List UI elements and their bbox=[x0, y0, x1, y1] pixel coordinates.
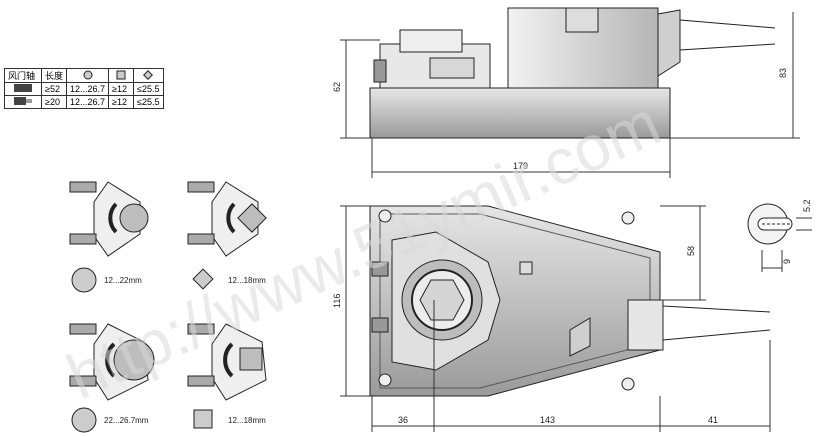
cell-length: ≥52 bbox=[40, 82, 68, 96]
square-shaft-icon bbox=[192, 268, 214, 290]
side-view bbox=[369, 7, 776, 139]
caption-square-small: 12...18mm bbox=[228, 276, 266, 285]
clamp-square-small bbox=[187, 181, 267, 257]
caption-round-large: 22...26.7mm bbox=[104, 416, 149, 425]
cell-diag: ≤25.5 bbox=[133, 82, 164, 96]
header-length: 长度 bbox=[40, 68, 68, 83]
clamp-round-large bbox=[69, 323, 155, 401]
header-round-icon bbox=[66, 68, 110, 83]
dim-hub-offset: 58 bbox=[686, 246, 696, 256]
dim-front-height: 116 bbox=[332, 294, 342, 308]
dim-right-width: 41 bbox=[708, 415, 718, 425]
cell-length: ≥20 bbox=[40, 95, 68, 109]
header-shaft: 风门轴 bbox=[4, 68, 42, 83]
header-diag-icon bbox=[133, 68, 164, 83]
caption-round-small: 12...22mm bbox=[104, 276, 142, 285]
dim-mid-width: 143 bbox=[540, 415, 555, 425]
dim-left-offset: 36 bbox=[398, 415, 408, 425]
cell-diag: ≤25.5 bbox=[133, 95, 164, 109]
table-row: ≥52 12...26.7 ≥12 ≤25.5 bbox=[4, 82, 164, 96]
front-dimension-lines bbox=[340, 205, 771, 432]
square-shaft-large-icon bbox=[193, 409, 213, 429]
header-square-icon bbox=[108, 68, 135, 83]
cell-square: ≥12 bbox=[108, 95, 135, 109]
dim-clamp-width: 5.2 bbox=[802, 199, 812, 212]
front-view bbox=[369, 205, 771, 397]
round-shaft-large-icon bbox=[71, 407, 97, 433]
clamp-detail bbox=[747, 203, 812, 272]
table-header-row: 风门轴 长度 bbox=[4, 68, 164, 83]
round-shaft-icon bbox=[71, 267, 97, 293]
caption-square-large: 12...18mm bbox=[228, 416, 266, 425]
clamp-round-small bbox=[69, 181, 149, 257]
side-dimension-lines bbox=[340, 12, 800, 178]
cell-square: ≥12 bbox=[108, 82, 135, 96]
dim-side-height: 62 bbox=[332, 82, 342, 92]
shaft-long-icon bbox=[4, 82, 42, 96]
shaft-spec-table: 风门轴 长度 ≥52 12...26.7 ≥12 ≤25.5 ≥20 12...… bbox=[4, 68, 164, 109]
dim-side-width: 179 bbox=[513, 161, 528, 171]
dim-overall-height: 83 bbox=[778, 68, 788, 78]
table-row: ≥20 12...26.7 ≥12 ≤25.5 bbox=[4, 95, 164, 109]
clamp-square-large bbox=[187, 323, 267, 401]
shaft-short-icon bbox=[4, 95, 42, 109]
cell-round: 12...26.7 bbox=[66, 82, 110, 96]
dim-clamp-depth: 9 bbox=[782, 259, 792, 264]
cell-round: 12...26.7 bbox=[66, 95, 110, 109]
